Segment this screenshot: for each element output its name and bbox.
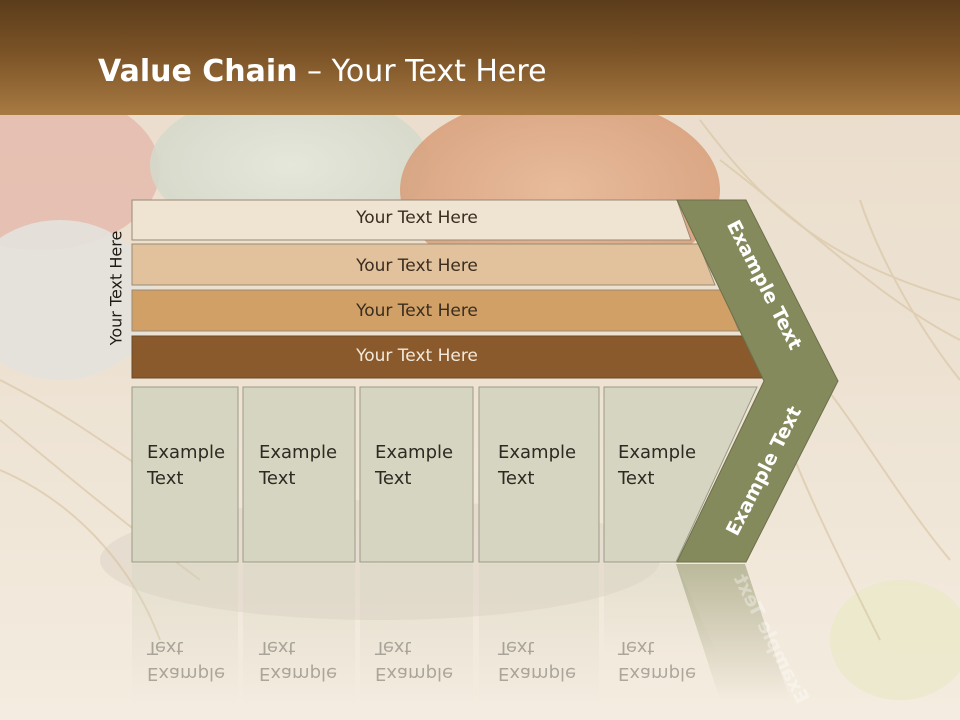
- reflect-1-line2: Text: [147, 637, 184, 658]
- slide-title: Value Chain – Your Text Here: [98, 54, 547, 89]
- bar-label-3: Your Text Here: [356, 301, 478, 321]
- reflect-5-line1: Example: [618, 663, 697, 684]
- box-4-line1: Example: [498, 442, 577, 463]
- reflect-label-5: Example Text: [618, 634, 696, 686]
- side-label: Your Text Here: [106, 230, 126, 346]
- box-1-line1: Example: [147, 442, 226, 463]
- box-4-line2: Text: [498, 468, 535, 489]
- title-bold: Value Chain: [98, 54, 298, 89]
- reflect-1-line1: Example: [147, 663, 226, 684]
- bar-label-4: Your Text Here: [356, 346, 478, 366]
- reflect-4-line1: Example: [498, 663, 577, 684]
- box-1-line2: Text: [147, 468, 184, 489]
- box-5-line2: Text: [618, 468, 655, 489]
- box-2-line1: Example: [259, 442, 338, 463]
- box-3-line1: Example: [375, 442, 454, 463]
- bar-label-1: Your Text Here: [356, 208, 478, 228]
- reflect-2-line2: Text: [259, 637, 296, 658]
- reflect-label-1: Example Text: [147, 634, 225, 686]
- title-rest: – Your Text Here: [297, 54, 547, 89]
- reflect-4-line2: Text: [498, 637, 535, 658]
- reflect-5-line2: Text: [618, 637, 655, 658]
- header-band: [0, 0, 960, 115]
- bar-label-2: Your Text Here: [356, 256, 478, 276]
- reflect-label-3: Example Text: [375, 634, 453, 686]
- box-2-line2: Text: [259, 468, 296, 489]
- reflect-label-2: Example Text: [259, 634, 337, 686]
- reflect-3-line2: Text: [375, 637, 412, 658]
- box-3-line2: Text: [375, 468, 412, 489]
- reflect-2-line1: Example: [259, 663, 338, 684]
- reflect-label-4: Example Text: [498, 634, 576, 686]
- box-5-line1: Example: [618, 442, 697, 463]
- reflect-3-line1: Example: [375, 663, 454, 684]
